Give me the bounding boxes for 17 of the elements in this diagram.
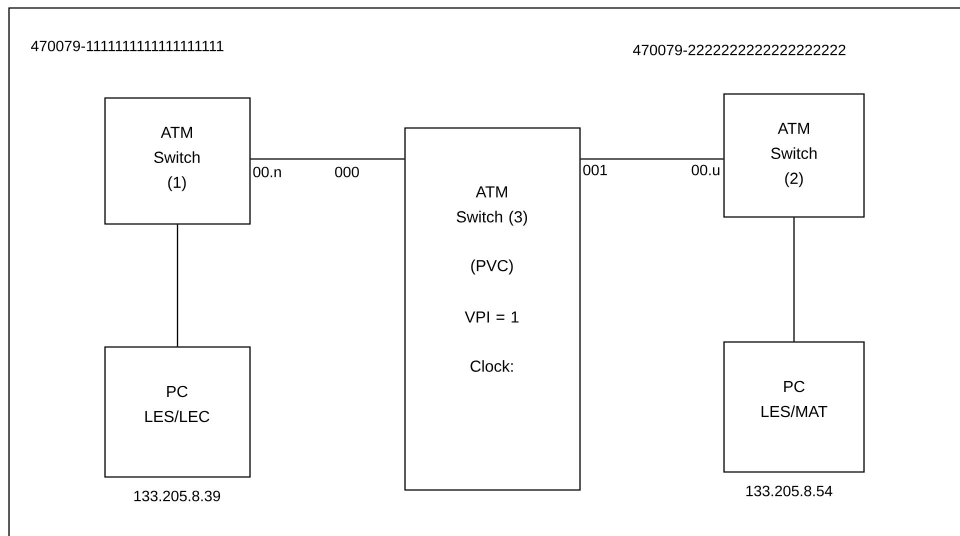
connector-line — [250, 158, 404, 160]
switch-box: ATM Switch (2) — [723, 93, 865, 218]
ip-address: 133.205.8.39 — [134, 490, 220, 502]
switch-box: ATM Switch (1) — [104, 97, 251, 225]
port-label: 00.u — [692, 164, 720, 176]
port-label: 00.n — [253, 166, 281, 178]
address-label: 470079-1111111111111111111 — [31, 40, 224, 52]
port-label: 001 — [583, 164, 607, 176]
ip-address: 133.205.8.54 — [746, 486, 832, 496]
connector-line — [580, 158, 724, 160]
pc-box: PC LES/LEC — [104, 346, 251, 478]
connector-line — [793, 218, 795, 342]
pc-box: PC LES/MAT — [723, 341, 865, 473]
connector-line — [176, 224, 178, 346]
address-label: 470079-2222222222222222222 — [633, 44, 846, 56]
switch-box: ATM Switch (3) (PVC) VPI = 1 Clock: — [404, 127, 581, 491]
port-label: 000 — [335, 166, 359, 178]
